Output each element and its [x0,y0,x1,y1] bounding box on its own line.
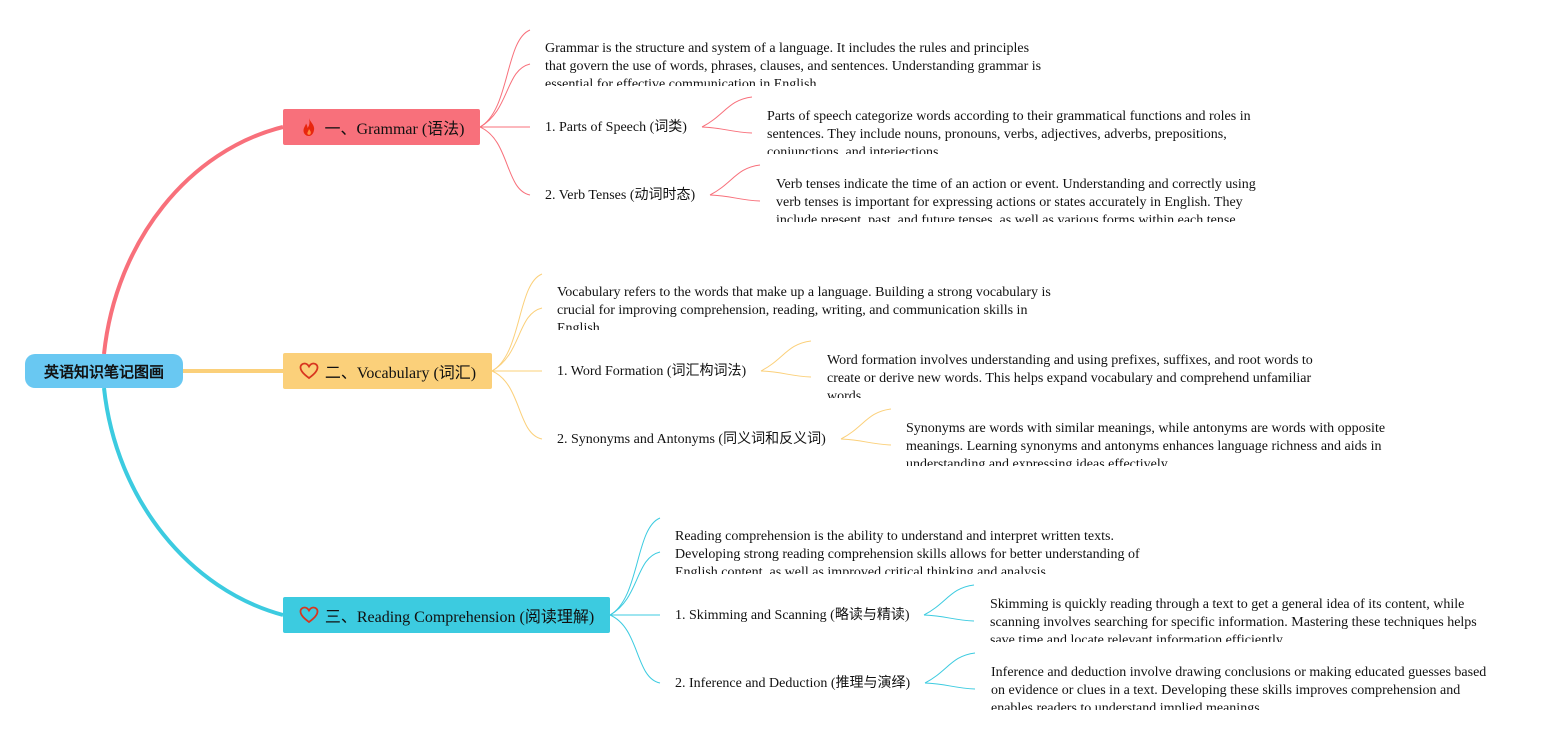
fire-icon [299,117,319,137]
heart-icon [299,605,319,625]
branch-reading-comprehension[interactable]: 三、Reading Comprehension (阅读理解) [283,597,610,633]
branch-label: 二、Vocabulary (词汇) [324,365,477,382]
synonyms-antonyms-description[interactable]: Synonyms are words with similar meanings… [906,421,1386,466]
subtopic-synonyms-antonyms[interactable]: 2. Synonyms and Antonyms (同义词和反义词) [557,432,826,447]
subtopic-skimming-scanning[interactable]: 1. Skimming and Scanning (略读与精读) [675,608,910,623]
reading-description[interactable]: Reading comprehension is the ability to … [675,529,1140,574]
root-node[interactable]: 英语知识笔记图画 [25,354,183,388]
subtopic-inference-deduction[interactable]: 2. Inference and Deduction (推理与演绎) [675,676,911,691]
subtopic-verb-tenses[interactable]: 2. Verb Tenses (动词时态) [545,188,696,203]
branch-vocabulary[interactable]: 二、Vocabulary (词汇) [283,353,492,389]
root-title: 英语知识笔记图画 [43,362,164,381]
branch-label: 一、Grammar (语法) [324,121,465,138]
skimming-scanning-description[interactable]: Skimming is quickly reading through a te… [990,597,1477,642]
parts-of-speech-description[interactable]: Parts of speech categorize words accordi… [767,109,1251,154]
inference-deduction-description[interactable]: Inference and deduction involve drawing … [991,665,1487,710]
grammar-description[interactable]: Grammar is the structure and system of a… [545,41,1042,86]
verb-tenses-description[interactable]: Verb tenses indicate the time of an acti… [776,177,1256,222]
branch-label: 三、Reading Comprehension (阅读理解) [324,609,595,626]
vocabulary-description[interactable]: Vocabulary refers to the words that make… [557,285,1051,330]
subtopic-word-formation[interactable]: 1. Word Formation (词汇构词法) [557,364,747,379]
word-formation-description[interactable]: Word formation involves understanding an… [827,353,1313,398]
subtopic-parts-of-speech[interactable]: 1. Parts of Speech (词类) [545,120,687,135]
heart-icon [299,361,319,381]
branch-grammar[interactable]: 一、Grammar (语法) [283,109,480,145]
